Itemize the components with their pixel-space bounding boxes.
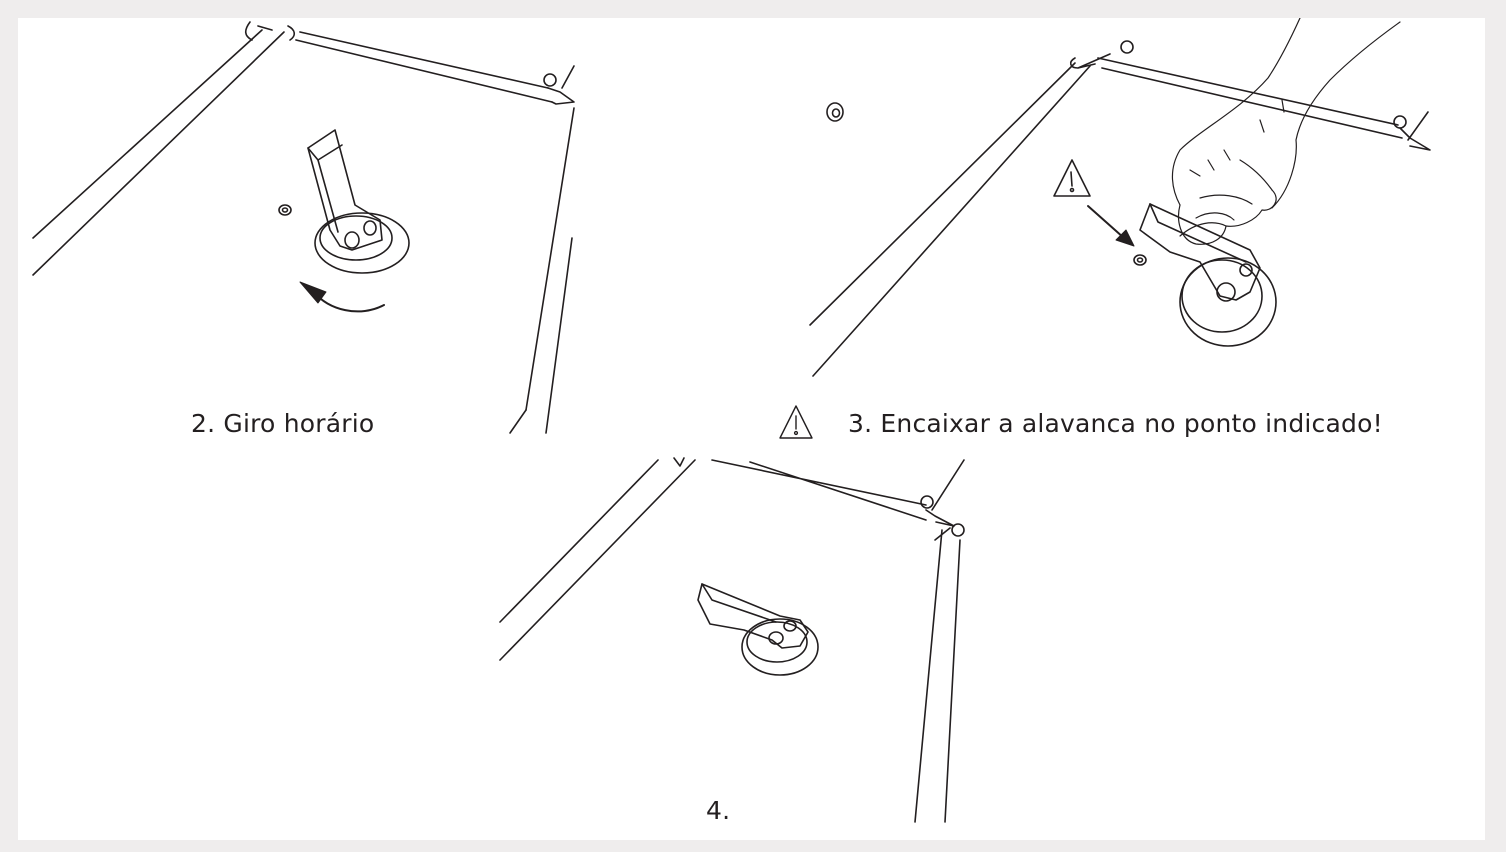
small-post — [278, 204, 292, 216]
step-3-illustration — [809, 18, 1431, 377]
pointer-arrow-icon — [1087, 205, 1135, 247]
warning-triangle-icon — [1053, 159, 1091, 197]
caption-warning-triangle-icon — [779, 405, 813, 439]
rotation-arrow-icon — [299, 281, 385, 313]
step-3-caption: 3. Encaixar a alavanca no ponto indicado… — [848, 409, 1383, 438]
lever-stowed — [697, 583, 819, 676]
instruction-sheet: 2. Giro horário 3. Encaixar a alavanca n… — [18, 18, 1485, 840]
small-post — [826, 102, 1147, 266]
lid-frame — [32, 21, 575, 434]
step-4-caption: 4. — [706, 796, 731, 825]
step-2-illustration — [32, 21, 575, 434]
lid-frame — [499, 457, 965, 823]
hand-icon — [1171, 18, 1401, 245]
step-4-illustration — [499, 457, 965, 823]
lever-closed — [307, 129, 410, 274]
step-2-caption: 2. Giro horário — [191, 409, 375, 438]
illustration-canvas — [32, 18, 1431, 823]
lid-frame — [809, 40, 1431, 377]
lever-open — [1139, 203, 1277, 347]
